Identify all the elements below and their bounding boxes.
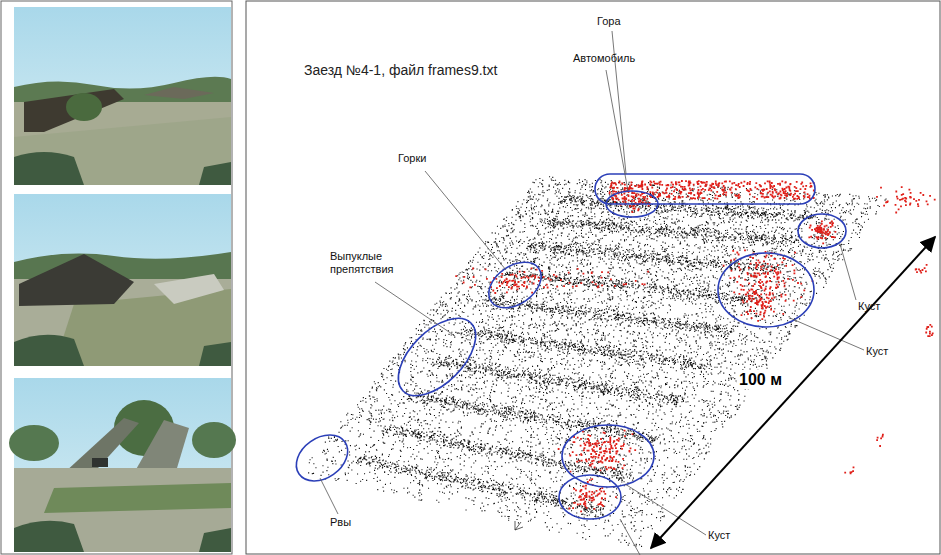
leader-line bbox=[320, 478, 338, 514]
dimension-label: 100 м bbox=[737, 370, 784, 389]
callout-label: Рвы bbox=[330, 516, 351, 529]
highlight-outline bbox=[385, 305, 490, 410]
leader-line bbox=[620, 519, 640, 555]
dimension-arrow bbox=[651, 237, 935, 548]
highlight-outline bbox=[798, 214, 846, 248]
highlight-outline bbox=[288, 426, 357, 491]
highlight-outline bbox=[559, 475, 621, 519]
photo-panel bbox=[1, 1, 232, 554]
callout-label: Автомобиль bbox=[573, 52, 635, 65]
obstacle-points bbox=[455, 181, 941, 511]
leader-line bbox=[625, 484, 706, 535]
highlight-outline bbox=[480, 253, 549, 317]
callout-label: Куст bbox=[866, 345, 888, 358]
callout-label: Куст bbox=[708, 529, 730, 542]
axes-symbol bbox=[515, 521, 523, 530]
figure-title: Заезд №4-1, файл frames9.txt bbox=[304, 62, 497, 79]
camera-photo bbox=[14, 7, 231, 185]
highlight-outline bbox=[606, 191, 658, 217]
callout-label: Куст bbox=[858, 300, 880, 313]
leader-line bbox=[606, 70, 628, 191]
leader-line bbox=[790, 318, 864, 350]
leader-line bbox=[375, 282, 455, 336]
callout-label: Горки bbox=[398, 152, 426, 165]
callout-label: Гора bbox=[597, 15, 621, 28]
point-cloud bbox=[308, 177, 941, 547]
cloud-panel bbox=[246, 1, 940, 554]
highlight-outline bbox=[718, 253, 814, 327]
leader-line bbox=[425, 171, 506, 270]
camera-photo bbox=[14, 194, 231, 366]
callout-label: Выпуклые препятствия bbox=[330, 250, 412, 276]
leader-line bbox=[840, 244, 856, 300]
camera-photo bbox=[9, 378, 236, 552]
